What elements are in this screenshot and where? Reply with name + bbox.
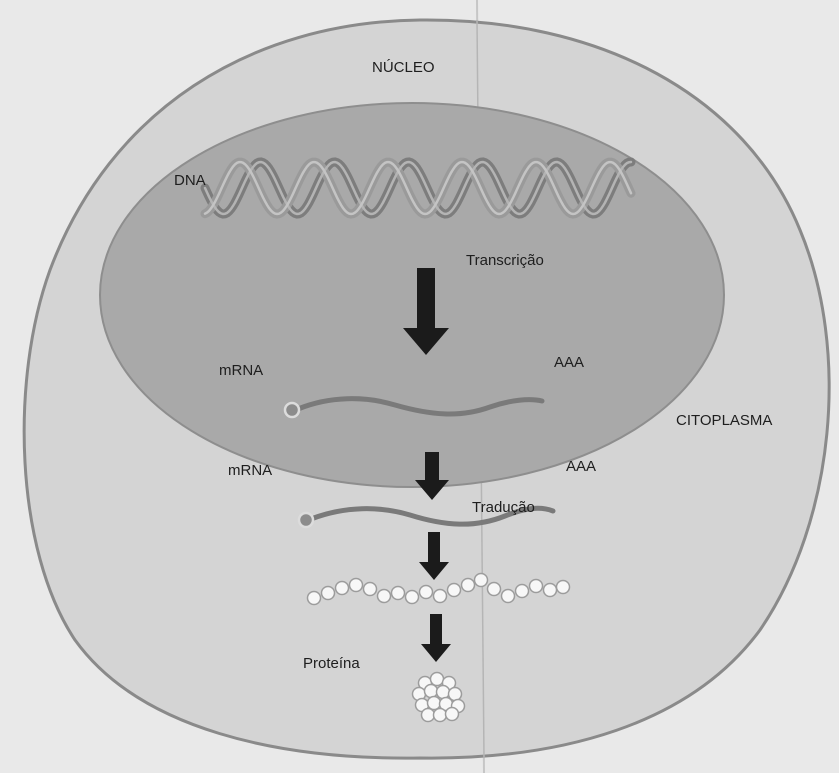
amino-acid-bead-icon	[462, 579, 475, 592]
amino-acid-bead-icon	[557, 581, 570, 594]
amino-acid-bead-icon	[437, 686, 450, 699]
amino-acid-bead-icon	[488, 583, 501, 596]
amino-acid-bead-icon	[392, 587, 405, 600]
amino-acid-bead-icon	[544, 584, 557, 597]
cap-circle-icon	[299, 513, 313, 527]
amino-acid-bead-icon	[502, 590, 515, 603]
amino-acid-bead-icon	[420, 586, 433, 599]
poly-a-nucleus-label: AAA	[554, 354, 584, 371]
cytoplasm-label: CITOPLASMA	[676, 412, 772, 429]
amino-acid-bead-icon	[516, 585, 529, 598]
protein-label: Proteína	[303, 655, 360, 672]
amino-acid-bead-icon	[350, 579, 363, 592]
amino-acid-bead-icon	[431, 673, 444, 686]
amino-acid-bead-icon	[434, 590, 447, 603]
amino-acid-bead-icon	[428, 697, 441, 710]
nucleus-label: NÚCLEO	[372, 59, 435, 76]
amino-acid-bead-icon	[322, 587, 335, 600]
amino-acid-bead-icon	[364, 583, 377, 596]
translation-label: Tradução	[472, 499, 535, 516]
amino-acid-bead-icon	[530, 580, 543, 593]
amino-acid-bead-icon	[425, 685, 438, 698]
amino-acid-bead-icon	[406, 591, 419, 604]
dna-label: DNA	[174, 172, 206, 189]
transcription-label: Transcrição	[466, 252, 544, 269]
amino-acid-bead-icon	[378, 590, 391, 603]
mrna-cytoplasm-label: mRNA	[228, 462, 272, 479]
mrna-nucleus-label: mRNA	[219, 362, 263, 379]
poly-a-cytoplasm-label: AAA	[566, 458, 596, 475]
amino-acid-bead-icon	[336, 582, 349, 595]
amino-acid-bead-icon	[446, 708, 459, 721]
amino-acid-bead-icon	[422, 709, 435, 722]
cap-circle-icon	[285, 403, 299, 417]
amino-acid-bead-icon	[308, 592, 321, 605]
amino-acid-bead-icon	[475, 574, 488, 587]
amino-acid-bead-icon	[448, 584, 461, 597]
amino-acid-bead-icon	[434, 709, 447, 722]
